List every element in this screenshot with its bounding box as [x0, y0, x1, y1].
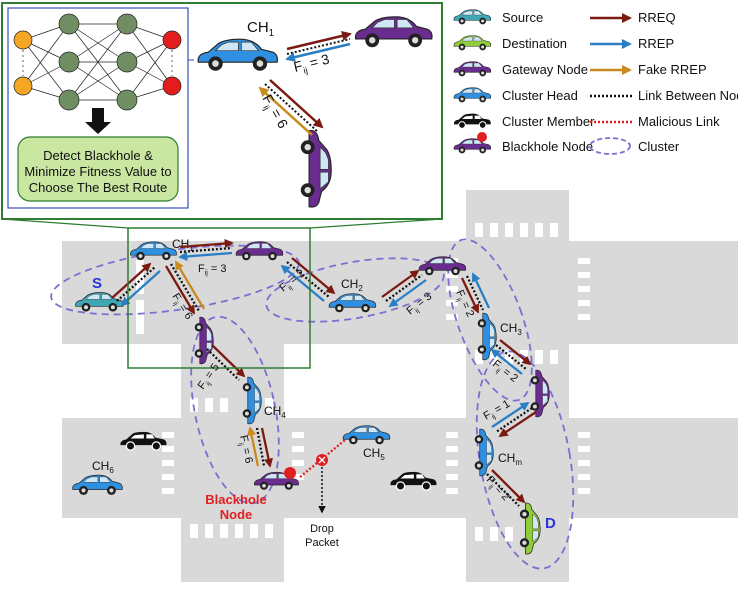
- link-chm-d: [486, 473, 520, 507]
- legend-cluster-member-label: Cluster Member: [502, 114, 595, 129]
- legend-links: RREQ RREP Fake RREP Link Between Node Ma…: [589, 10, 738, 155]
- rreq-ch1-member: [165, 265, 195, 315]
- road-top-left: [62, 241, 466, 344]
- link-ch2-g2: [385, 274, 423, 302]
- legend-rrep-label: RREP: [638, 36, 674, 51]
- zoom-guide-left: [1, 218, 129, 229]
- destination-car-icon: [453, 35, 492, 51]
- link-ch4-blackhole: [255, 427, 266, 467]
- blackhole-label-2: Node: [220, 507, 253, 522]
- drop-label-1: Drop: [310, 523, 334, 535]
- chm-label: CHm: [498, 451, 522, 467]
- ch4-label: CH4: [264, 404, 286, 420]
- legend-fake-rrep-label: Fake RREP: [638, 62, 707, 77]
- ch2-label: CH2: [341, 277, 363, 293]
- ch5-label: CH5: [363, 446, 385, 462]
- legend-vehicles: Source Destination Gateway Node Cluster …: [453, 9, 595, 154]
- legend-link-label: Link Between Node: [638, 88, 738, 103]
- link-ch1-member: [170, 263, 200, 312]
- legend: Source Destination Gateway Node Cluster …: [453, 9, 738, 155]
- blackhole-bug-icon: [477, 132, 487, 142]
- down-arrow-icon: [85, 108, 111, 134]
- link-ch3-g3: [495, 344, 527, 370]
- fake-rrep-blackhole-ch4: [247, 426, 260, 467]
- rreq-s-ch1: [111, 262, 152, 299]
- inset-fij-3: Fij = 3: [292, 51, 332, 78]
- rreq-g2-ch3: [460, 277, 480, 314]
- rreq-g1-ch2: [291, 257, 336, 295]
- detect-box: [17, 136, 179, 202]
- legend-gateway-label: Gateway Node: [502, 62, 588, 77]
- rreq-ch1-g1: [179, 238, 234, 249]
- legend-rreq-label: RREQ: [638, 10, 676, 25]
- legend-cluster-head-label: Cluster Head: [502, 88, 578, 103]
- source-label: S: [92, 275, 102, 292]
- legend-destination-label: Destination: [502, 36, 567, 51]
- link-ch1-g1: [179, 246, 233, 254]
- rreq-ch3-g3: [499, 339, 532, 366]
- rreq-member-ch4: [211, 344, 246, 378]
- link-g3-chm: [495, 407, 533, 433]
- inset-link-1: [286, 38, 351, 55]
- inset-rreq-1: [286, 30, 352, 51]
- fake-rrep-ch1-member: [175, 260, 205, 310]
- rreq-g3-chm: [498, 411, 537, 438]
- rrep-ch1-g1: [178, 251, 233, 262]
- source-car-icon: [453, 9, 492, 25]
- cluster-ellipse-icon: [589, 137, 631, 155]
- fij-label-9: Fij = 6: [235, 434, 255, 465]
- map-vehicles: S CH1 CH2 CH3 CH4 CH5 CH6 CHm D Blackhol…: [72, 237, 556, 555]
- fitness-labels: Fij = 3 Fij = 6 Fij = 2 Fij = 3 Fij = 5 …: [169, 263, 520, 503]
- detect-box-line-1: Detect Blackhole &: [43, 148, 153, 163]
- fij-label-1: Fij = 3: [198, 263, 227, 277]
- drop-label-2: Packet: [305, 537, 339, 549]
- blackhole-bug-icon-map: [284, 467, 296, 479]
- ch3-label: CH3: [500, 321, 522, 337]
- cluster-head-car-icon: [453, 87, 492, 103]
- legend-malicious-label: Malicious Link: [638, 114, 720, 129]
- rreq-chm-d: [491, 469, 526, 504]
- rrep-ch2-g2: [388, 279, 427, 308]
- drop-x-icon: [318, 456, 326, 464]
- detect-box-line-3: Choose The Best Route: [29, 180, 168, 195]
- rreq-ch2-g2: [381, 269, 420, 298]
- zoom-region: [127, 227, 311, 369]
- blackhole-label-1: Blackhole: [205, 492, 266, 507]
- zoom-guide-right: [309, 218, 443, 229]
- blackhole-car-icon: [453, 138, 492, 154]
- cluster-ch4: [190, 315, 280, 505]
- map-links: [111, 227, 537, 514]
- cluster-ch2: [265, 257, 445, 323]
- rreq-ch4-blackhole: [260, 427, 273, 468]
- gateway-car-icon: [453, 61, 492, 77]
- legend-source-label: Source: [502, 10, 543, 25]
- inset-rreq-2: [269, 79, 324, 129]
- crosswalks: [136, 223, 590, 541]
- zoom-inset: Detect Blackhole & Minimize Fitness Valu…: [1, 2, 443, 229]
- inset-fake-rrep: [258, 86, 313, 136]
- link-member-ch4: [206, 348, 240, 381]
- rrep-g1-ch2: [280, 264, 325, 302]
- link-g1-ch2: [286, 261, 330, 298]
- rrep-ch3-g3: [490, 348, 523, 375]
- cluster-ch3: [447, 238, 533, 402]
- destination-label: D: [545, 515, 556, 532]
- neural-network-icon: [13, 13, 182, 111]
- road-network: [62, 190, 738, 582]
- detect-box-line-2: Minimize Fitness Value to: [24, 164, 171, 179]
- rrep-g2-ch3: [471, 272, 491, 309]
- link-s-ch1: [116, 266, 156, 302]
- ch1-label: CH1: [172, 237, 194, 253]
- inset-rrep-1: [285, 42, 351, 63]
- ch6-label: CH6: [92, 459, 114, 475]
- cluster-member-car-icon: [453, 113, 492, 129]
- legend-blackhole-label: Blackhole Node: [502, 139, 593, 154]
- legend-cluster-label: Cluster: [638, 139, 680, 154]
- rrep-g3-chm: [491, 401, 530, 428]
- inset-ch1-label: CH1: [247, 19, 275, 39]
- road-bottom: [62, 418, 738, 518]
